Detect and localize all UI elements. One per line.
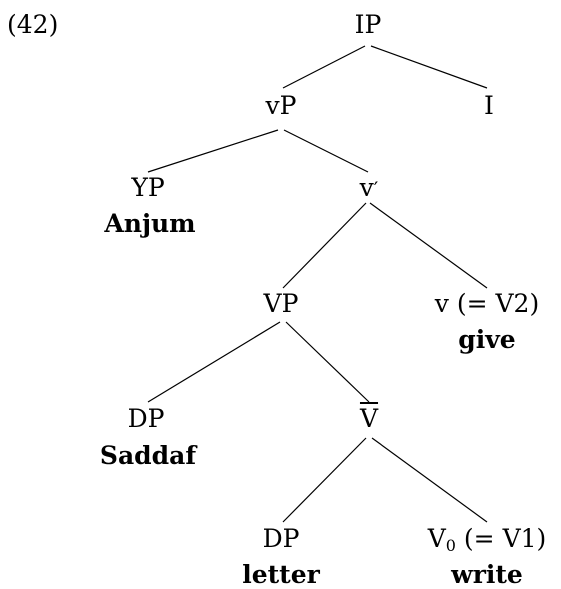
node-ip: IP — [354, 10, 382, 39]
v0-rest: (= V1) — [455, 524, 547, 553]
node-i: I — [484, 91, 494, 120]
node-dp-object: DP — [262, 524, 300, 553]
branch-ip-i — [370, 45, 488, 89]
node-dp-subject: DP — [127, 404, 165, 433]
node-v-head: v (= V2) — [434, 289, 540, 318]
vbar-small-prime: ′ — [373, 177, 379, 201]
word-write: write — [451, 560, 523, 589]
word-saddaf: Saddaf — [99, 441, 197, 470]
node-yp: YP — [131, 173, 165, 202]
vbar-small-letter: v — [359, 173, 374, 202]
node-vp-small: vP — [265, 91, 297, 120]
branch-vp-vbar — [283, 129, 369, 173]
branch-VP-Vbar — [285, 321, 370, 403]
node-vbar-small: v′ — [360, 174, 379, 203]
v0-subscript: 0 — [445, 536, 456, 555]
word-letter: letter — [242, 560, 320, 589]
branch-vbar-VP — [282, 202, 367, 289]
node-v0: V0 (= V1) — [428, 525, 547, 560]
branch-Vbar-v0 — [371, 437, 488, 523]
node-vp-big: VP — [263, 289, 299, 318]
word-anjum: Anjum — [104, 209, 196, 238]
word-give: give — [458, 325, 516, 354]
branch-Vbar-dp — [282, 437, 367, 523]
v0-letter: V — [427, 524, 446, 553]
branch-vbar-vhead — [369, 202, 488, 289]
node-vbar-big: V — [359, 404, 379, 433]
branch-ip-vp — [282, 45, 366, 89]
branch-VP-dp — [147, 321, 281, 403]
branch-vp-yp — [147, 129, 279, 173]
example-number: (42) — [7, 10, 59, 39]
